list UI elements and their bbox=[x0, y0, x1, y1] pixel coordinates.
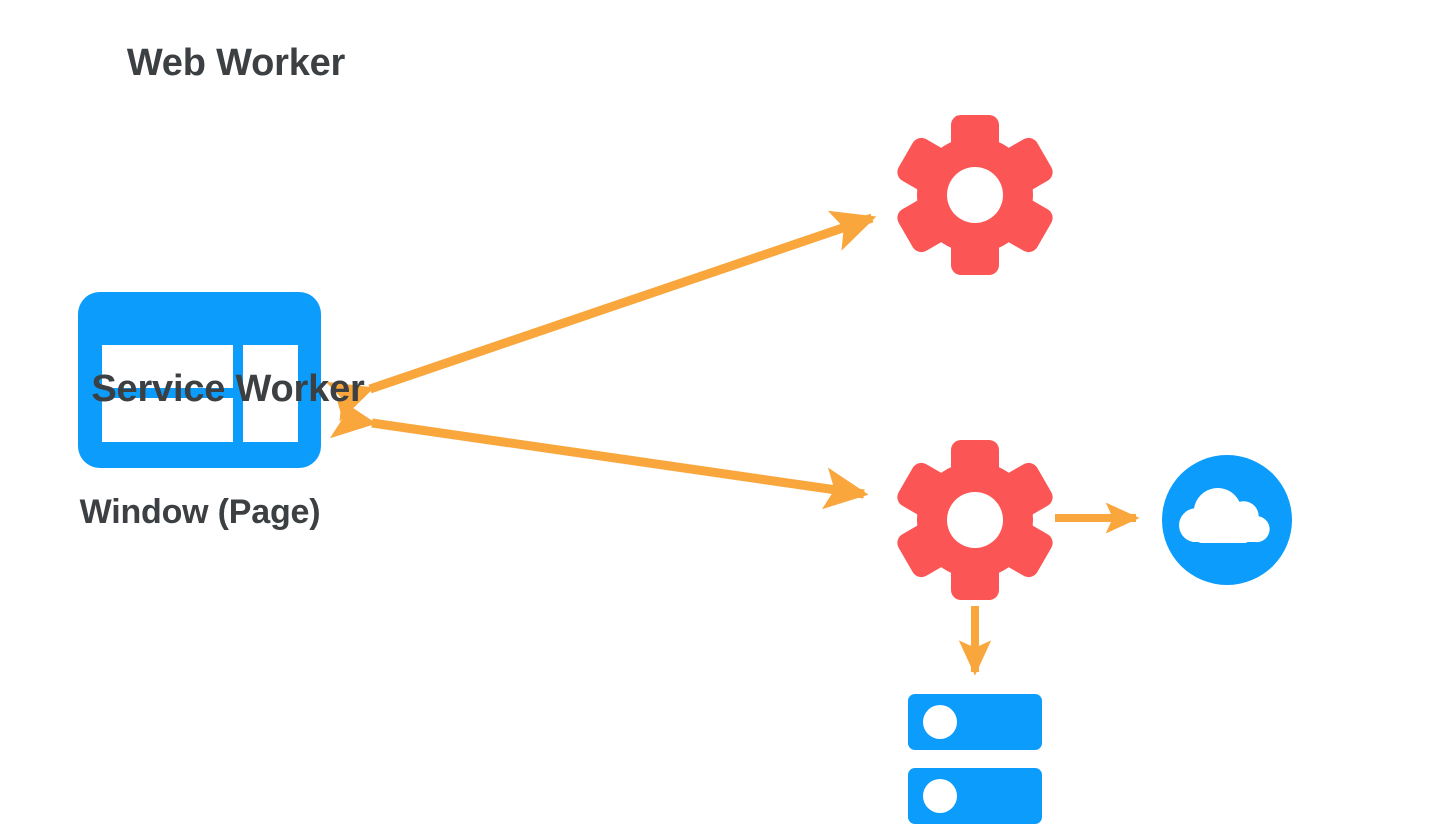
connector-layer bbox=[325, 210, 1140, 676]
gear-center-hole bbox=[947, 167, 1003, 223]
web-worker-gear-icon[interactable] bbox=[894, 115, 1057, 275]
web-worker-label: Web Worker bbox=[126, 42, 346, 84]
browser-content-pane-bottom bbox=[102, 398, 233, 442]
database-led-bottom bbox=[923, 779, 957, 813]
gear-center-hole bbox=[947, 492, 1003, 548]
service-worker-gear-icon[interactable] bbox=[894, 440, 1057, 600]
edge-window-webworker bbox=[325, 210, 877, 422]
window-page-icon[interactable] bbox=[78, 292, 321, 468]
service-worker-label: Service Worker bbox=[91, 368, 365, 410]
cache-storage-database-icon[interactable] bbox=[908, 694, 1042, 824]
edge-window-serviceworker bbox=[329, 396, 869, 510]
window-page-label: Window (Page) bbox=[79, 493, 321, 531]
browser-sidebar-pane bbox=[243, 345, 298, 442]
cloud-base bbox=[1194, 526, 1252, 543]
database-led-top bbox=[923, 705, 957, 739]
browser-content-pane-top bbox=[102, 345, 233, 388]
network-cloud-icon[interactable] bbox=[1162, 455, 1292, 585]
